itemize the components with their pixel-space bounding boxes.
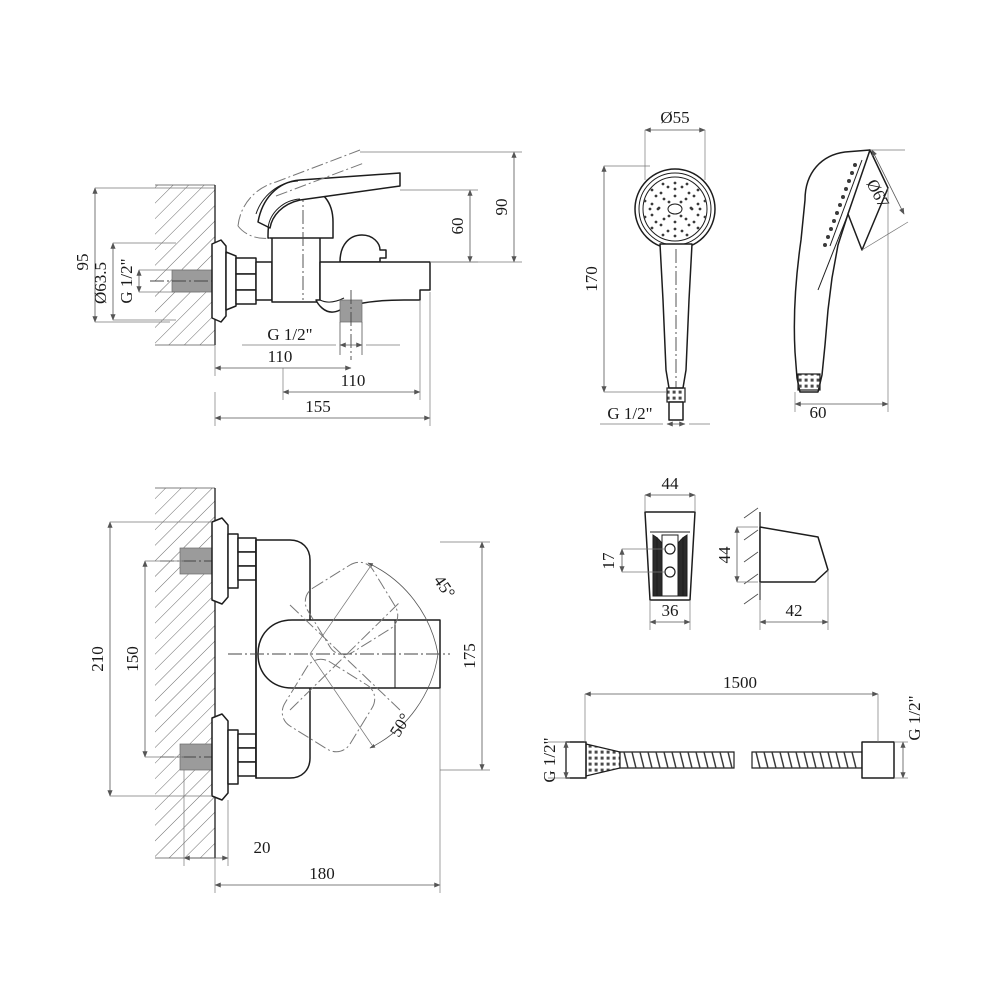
- dim-36: 36: [662, 601, 679, 620]
- dim-60-side: 60: [810, 403, 827, 422]
- view-hand-shower-front: Ø55 170 G 1/2": [582, 108, 716, 427]
- lever-handle: [255, 172, 401, 229]
- lever-raised-phantom: [237, 149, 365, 239]
- connector-nut: [235, 257, 257, 305]
- nozzle-dots: [643, 181, 707, 238]
- spout: [315, 261, 431, 313]
- dimension-set-hand-shower-side: Ø67 60: [794, 149, 909, 422]
- dim-20: 20: [254, 838, 271, 857]
- dim-g-half-hose-left: G 1/2": [540, 737, 559, 782]
- escutcheon-flange: [211, 239, 237, 323]
- dim-155: 155: [305, 397, 331, 416]
- dim-g-half-hand-shower: G 1/2": [607, 404, 652, 423]
- hose-end-left: [565, 741, 621, 779]
- hose-coil-left: [619, 751, 735, 769]
- dim-44-side: 44: [715, 546, 734, 564]
- dim-110-b: 110: [341, 371, 366, 390]
- inlet-upper: [160, 517, 257, 605]
- dim-110-a: 110: [268, 347, 293, 366]
- shower-hose-connector: [666, 387, 686, 421]
- dim-175: 175: [460, 643, 479, 669]
- hose-coil-right: [751, 751, 863, 769]
- hose-end-right: [861, 741, 895, 779]
- dim-180: 180: [309, 864, 335, 883]
- dim-1500: 1500: [723, 673, 757, 692]
- inlet-lower: [160, 713, 257, 801]
- dimension-set-holder-side: 44 42: [715, 526, 829, 630]
- dimension-set-hose: 1500 G 1/2" G 1/2": [540, 673, 924, 783]
- dimension-set-mixer-front: 210 150 175 20 180: [88, 521, 490, 893]
- view-mixer-front: 45° 50° 210 150 175 20: [88, 487, 490, 893]
- wall-section-hatch-front: [155, 487, 216, 859]
- view-mixer-side: 95 Ø63.5 G 1/2" 60 90 G 1: [73, 149, 522, 426]
- dim-95: 95: [73, 254, 92, 271]
- dim-diameter-63-5: Ø63.5: [91, 262, 110, 304]
- shower-handle: [659, 243, 693, 389]
- holder-bracket-front: [644, 511, 696, 601]
- dim-60: 60: [448, 218, 467, 235]
- wall-section-hatch: [155, 184, 216, 346]
- lever-swing-phantom: [281, 561, 401, 753]
- dim-170: 170: [582, 266, 601, 292]
- view-holder-side: 44 42: [715, 507, 829, 630]
- dim-angle-45: 45°: [430, 572, 459, 602]
- dim-g-half-hose-right: G 1/2": [905, 695, 924, 740]
- dim-42: 42: [786, 601, 803, 620]
- dim-150: 150: [123, 646, 142, 672]
- holder-bracket-side: [759, 526, 829, 583]
- view-hose: 1500 G 1/2" G 1/2": [540, 673, 924, 783]
- dimension-set-hand-shower-front: Ø55 170 G 1/2": [582, 108, 710, 427]
- dim-210: 210: [88, 646, 107, 672]
- dim-g-half-inlet: G 1/2": [117, 258, 136, 303]
- dimension-set-holder-front: 44 17 36: [599, 474, 696, 630]
- dimension-set-mixer-side: 95 Ø63.5 G 1/2" 60 90 G 1: [73, 151, 522, 426]
- view-hand-shower-side: Ø67 60: [793, 149, 909, 422]
- shower-outlet-thread: [339, 290, 363, 360]
- dim-diameter-55: Ø55: [660, 108, 689, 127]
- shower-head-face: [634, 168, 716, 250]
- dim-44-front: 44: [662, 474, 680, 493]
- wall-hatch-holder-side: [743, 507, 761, 605]
- dim-90: 90: [492, 199, 511, 216]
- diverter-knob: [339, 234, 387, 263]
- dim-17: 17: [599, 552, 618, 570]
- dim-g-half-outlet: G 1/2": [267, 325, 312, 344]
- nozzle-row-side: [823, 163, 857, 247]
- view-holder-front: 44 17 36: [599, 474, 696, 630]
